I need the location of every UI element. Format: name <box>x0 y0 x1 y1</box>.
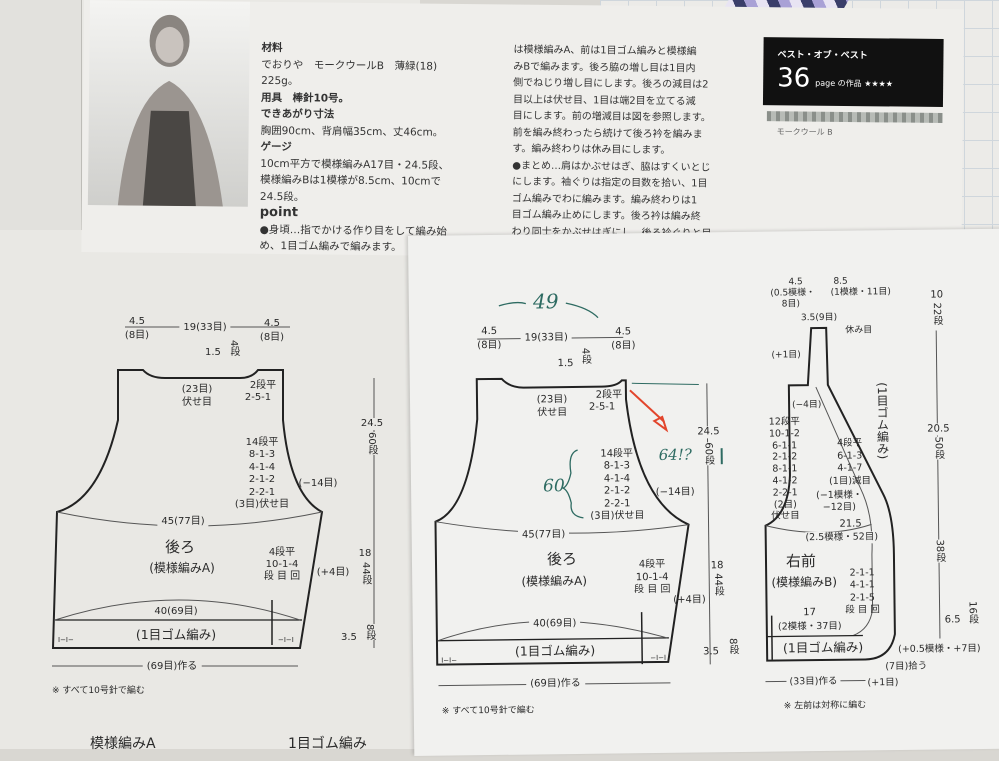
note: ※ 左前は対称に編む <box>784 699 867 712</box>
text-line: 14段平 <box>587 448 647 461</box>
handwritten-64: 64!? <box>659 446 692 464</box>
dim-label: 伏せ目 <box>537 407 567 419</box>
piece-name: 後ろ <box>547 550 577 568</box>
dim-label: (1模様・11目) <box>831 287 891 299</box>
note: ※ すべて10号針で編む <box>442 704 535 717</box>
piece-stitch: (模様編みA) <box>521 575 587 588</box>
text-line: 10-1-2 <box>759 428 809 440</box>
ribbing-label: (1目ゴム編み) <box>783 639 863 656</box>
dim-label: 休み目 <box>845 325 872 336</box>
dim-label: 21.5 <box>839 518 861 530</box>
text-line: 4-1-2 <box>760 475 810 487</box>
dim-label: 44段 <box>712 573 723 596</box>
dim-label: −12目) <box>823 502 856 514</box>
dim-label: (+0.5模様・+7目) <box>898 643 981 656</box>
dim-label: 60段 <box>703 442 714 465</box>
dim-label: (+1目) <box>771 349 800 361</box>
text-line: 2-1-2 <box>760 451 810 463</box>
text-line: (3目)伏せ目 <box>587 510 647 523</box>
text-line: 段 目 回 <box>628 584 676 597</box>
piece-stitch: (模様編みB) <box>771 576 837 589</box>
dim-label: 10 <box>930 289 943 301</box>
text-line: 2-1-1 <box>842 567 882 580</box>
dim-label: (69目)作る <box>526 678 585 691</box>
text-line: 4-1-4 <box>587 473 647 486</box>
dim-label: 8.5 <box>833 277 847 288</box>
rib-mark: −I−I <box>650 652 666 664</box>
text-line: (2目) <box>760 499 810 511</box>
dim-label: (2.5模様・52目) <box>805 531 878 544</box>
dim-label: (+4目) <box>673 594 706 606</box>
dim-label: (8目) <box>611 340 635 352</box>
dim-label: 6.5 <box>945 614 961 626</box>
dim-label: (−1模様・ <box>816 489 862 502</box>
dim-label: 8段 <box>727 638 738 655</box>
text-line: 8-1-3 <box>587 461 647 474</box>
dim-label: 16段 <box>967 601 978 624</box>
dim-label: 2-5-1 <box>589 401 615 413</box>
dim-label: (−4目) <box>792 399 821 411</box>
text-line: (1目)減目 <box>825 475 875 488</box>
dim-label: 24.5 <box>697 426 719 438</box>
dim-label: 4.5 <box>481 326 497 338</box>
text-line: 12段平 <box>759 416 809 428</box>
text-line: 6-1-3 <box>825 450 875 463</box>
text-line: 4段平 <box>628 559 676 572</box>
text-line: 4段平 <box>824 437 874 450</box>
dim-label: 20.5 <box>927 423 949 435</box>
text-line: 伏せ目 <box>760 510 810 522</box>
dim-label: 17 <box>803 607 816 619</box>
dim-label: 22段 <box>931 302 942 325</box>
handwritten-60: 60 <box>543 476 565 496</box>
dim-label: 45(77目) <box>518 529 569 542</box>
ribbing-label: (1目ゴム編み) <box>515 643 595 660</box>
band-label: (1目ゴム編み) <box>876 382 888 459</box>
dim-label: 4.5 <box>615 326 631 338</box>
dim-label: (0.5模様・ <box>770 288 815 300</box>
dim-label: 2段平 <box>596 389 623 401</box>
dim-label: 1.5 <box>558 358 574 370</box>
dim-label: 3.5(9目) <box>801 313 837 324</box>
text-line: 4-1-7 <box>825 462 875 475</box>
dim-label: 38段 <box>934 539 945 562</box>
text-line: 2-1-5 <box>842 592 882 605</box>
dim-label: 4.5 <box>788 277 802 288</box>
text-line: 10-1-4 <box>628 571 676 584</box>
dim-label: (33目)作る <box>786 676 840 689</box>
text-line: 4-1-1 <box>842 580 882 593</box>
dim-label: (7目)拾う <box>885 661 927 674</box>
dim-label: 18 <box>711 560 724 572</box>
rib-mark: I−I− <box>441 654 457 666</box>
dim-label: 8目) <box>782 299 800 310</box>
text-line: 8-1-1 <box>760 463 810 475</box>
text-line: 6-1-1 <box>760 440 810 452</box>
text-line: 段 目 回 <box>843 604 883 617</box>
dim-label: 3.5 <box>703 646 719 658</box>
dim-label: 40(69目) <box>529 618 580 631</box>
text-line: 2-2-1 <box>587 498 647 511</box>
dim-label: (+1目) <box>867 677 898 689</box>
dim-label: 4段 <box>579 348 590 365</box>
text-line: 2-2-1 <box>760 487 810 499</box>
dim-label: (23目) <box>537 394 568 406</box>
printed-pattern-sheet: 49 4.5 (8目) 19(33目) 4.5 (8目) 1.5 4段 (23目… <box>408 229 999 756</box>
dim-label: (−14目) <box>656 487 695 499</box>
dim-label: (2模様・37目) <box>778 621 842 634</box>
handwritten-49: 49 <box>533 290 559 312</box>
piece-name: 右前 <box>786 552 816 570</box>
text-line: 2-1-2 <box>587 485 647 498</box>
dim-label: (8目) <box>477 340 501 352</box>
dim-label: 19(33目) <box>521 332 572 345</box>
dim-label: 50段 <box>932 436 943 459</box>
